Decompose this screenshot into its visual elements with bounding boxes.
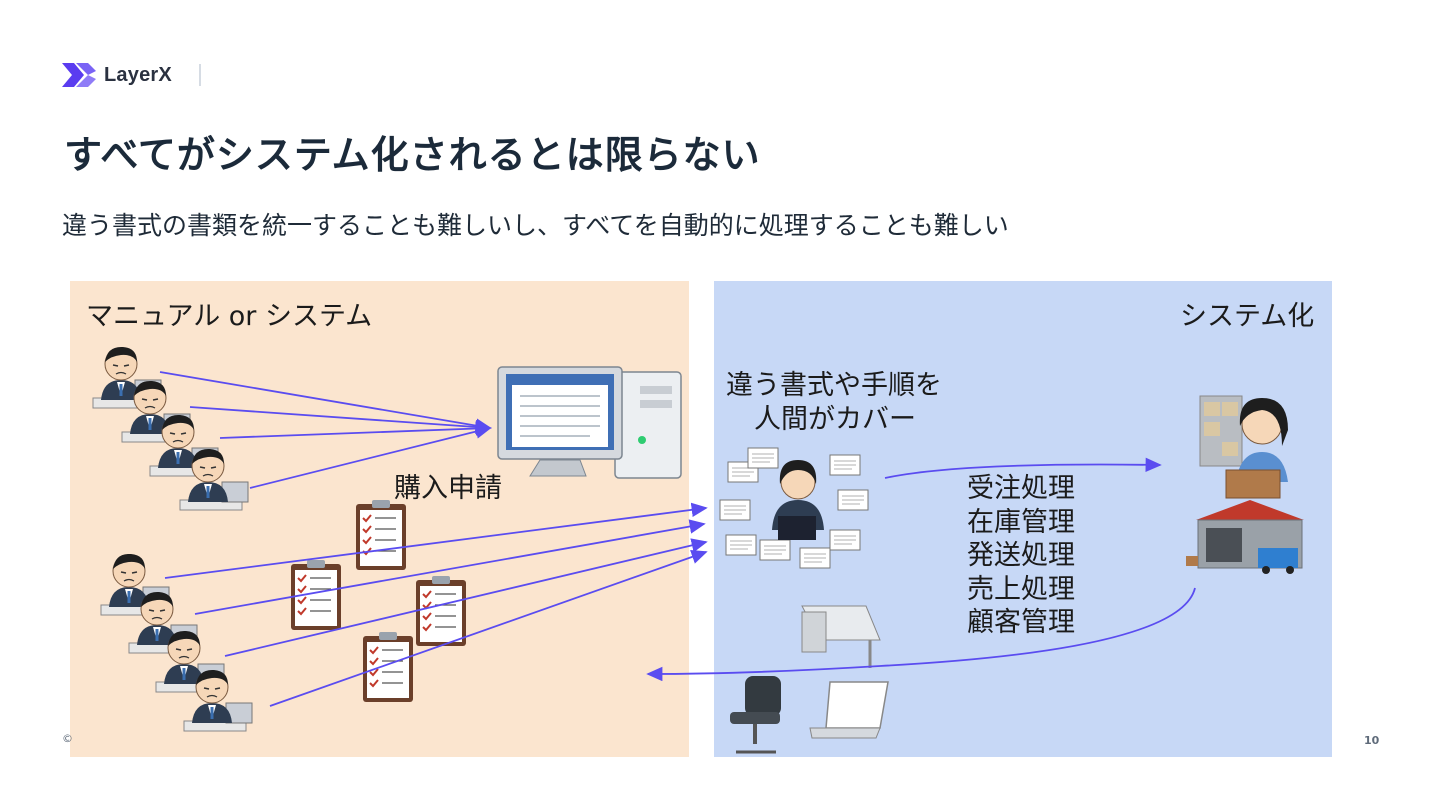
- worker-group-bottom: [99, 552, 254, 733]
- layerx-logo-icon: [62, 63, 96, 87]
- process-item: 受注処理: [967, 473, 1075, 504]
- clipboard-form-icon: [415, 575, 467, 647]
- call-center-operator-illustration: [1199, 395, 1288, 499]
- arrows-to-staff: [164, 502, 708, 707]
- process-item: 在庫管理: [967, 506, 1075, 538]
- desktop-computer-illustration: [497, 366, 682, 479]
- page-subtitle: 違う書式の書類を統一することも難しいし、すべてを自動的に処理することも難しい: [62, 211, 1009, 240]
- manual-or-system-label: マニュアル or システム: [86, 301, 373, 332]
- empty-desk-illustration: [801, 605, 881, 668]
- process-item: 売上処理: [967, 573, 1075, 605]
- page-title: すべてがシステム化されるとは限らない: [64, 133, 761, 177]
- cover-text-line1: 違う書式や手順を: [726, 370, 942, 401]
- arrow-back-to-users: [646, 587, 1196, 682]
- page-number: 10: [1364, 734, 1380, 747]
- logo-divider: [199, 64, 201, 86]
- clipboard-form-icon: [355, 499, 407, 571]
- layerx-logo: LayerX: [62, 60, 172, 90]
- arrow-to-system: [884, 457, 1162, 479]
- purchase-request-forms: [290, 499, 467, 703]
- worker-group-top: [91, 345, 250, 512]
- clipboard-form-icon: [362, 631, 414, 703]
- process-list: 受注処理 在庫管理 発送処理 売上処理 顧客管理: [967, 472, 1075, 640]
- purchase-request-label: 購入申請: [394, 473, 502, 504]
- warehouse-illustration: [1186, 500, 1304, 574]
- logo-text: LayerX: [104, 63, 172, 86]
- arrows-to-computer: [159, 371, 492, 489]
- copyright-text: ©: [62, 732, 73, 745]
- systemized-label: システム化: [1180, 301, 1315, 332]
- office-chair-illustration: [730, 676, 781, 754]
- cover-text-line2: 人間がカバー: [754, 404, 916, 435]
- process-item: 顧客管理: [967, 607, 1075, 638]
- process-item: 発送処理: [967, 540, 1075, 571]
- laptop-illustration: [809, 681, 889, 739]
- overwhelmed-staff-illustration: [719, 447, 869, 569]
